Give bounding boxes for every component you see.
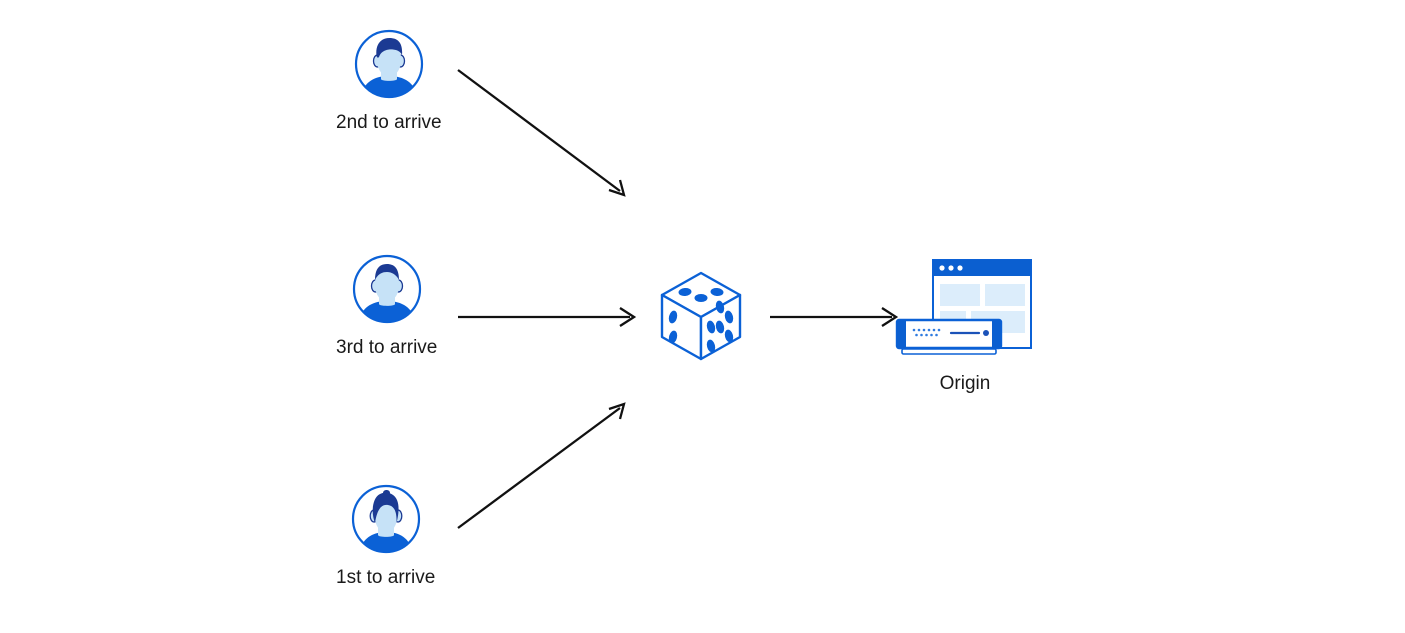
user-avatar-icon: [351, 253, 423, 325]
node-label-user-1st: 1st to arrive: [336, 567, 436, 588]
node-user-3rd[interactable]: 3rd to arrive: [336, 253, 437, 357]
origin-server-icon: [895, 258, 1035, 362]
node-user-1st[interactable]: 1st to arrive: [336, 483, 435, 587]
node-label-user-3rd: 3rd to arrive: [336, 337, 438, 358]
arrow-2nd-to-dice: [457, 69, 626, 197]
user-avatar-icon: [350, 483, 422, 555]
node-label-user-2nd: 2nd to arrive: [336, 112, 442, 133]
router-device: [895, 318, 1003, 355]
dice-cube-icon[interactable]: [658, 270, 744, 362]
node-label-origin: Origin: [939, 373, 991, 394]
arrow-dice-to-origin: [770, 307, 899, 327]
node-origin[interactable]: Origin: [895, 258, 1035, 393]
user-avatar-icon: [353, 28, 425, 100]
arrow-1st-to-dice: [457, 402, 626, 529]
arrow-3rd-to-dice: [458, 307, 637, 327]
node-user-2nd[interactable]: 2nd to arrive: [336, 28, 442, 132]
